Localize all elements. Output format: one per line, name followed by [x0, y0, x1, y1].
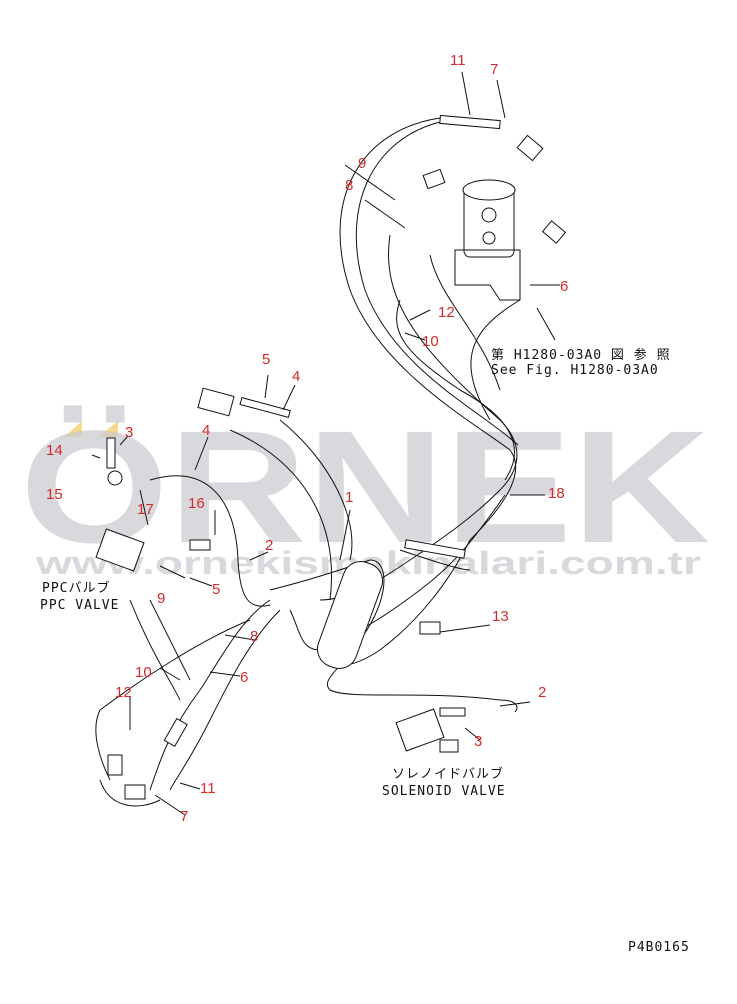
solenoid-valve-label-jp: ソレノイドバルブ — [392, 766, 504, 782]
part-label: 8 — [250, 628, 258, 645]
clamp — [404, 539, 466, 559]
part-label: 2 — [265, 537, 273, 554]
part-label: 5 — [212, 581, 220, 598]
watermark-accent-icon — [98, 421, 118, 437]
part-label: 14 — [46, 442, 63, 459]
part-label: 11 — [450, 52, 466, 69]
reference-note-jp: 第 H1280-03A0 図 参 照 — [491, 347, 671, 363]
part-label: 9 — [358, 155, 366, 172]
part-label: 8 — [345, 177, 353, 194]
part-label: 10 — [422, 333, 439, 350]
part-labels: 11 7 9 8 6 12 10 5 4 3 14 4 15 17 16 1 2… — [46, 52, 568, 825]
bolt — [106, 437, 116, 469]
clip — [419, 621, 441, 635]
part-label: 12 — [115, 684, 132, 701]
components — [95, 114, 567, 800]
notes: 第 H1280-03A0 図 参 照 See Fig. H1280-03A0 P… — [40, 347, 690, 955]
part-label: 6 — [560, 278, 568, 295]
ppc-valve-label-jp: PPCバルブ — [42, 580, 110, 596]
part-label: 1 — [345, 489, 353, 506]
part-label: 10 — [135, 664, 152, 681]
part-label: 4 — [202, 422, 210, 439]
part-label: 18 — [548, 485, 565, 502]
part-label: 11 — [200, 780, 216, 797]
part-label: 7 — [180, 808, 188, 825]
leader-lines — [91, 71, 560, 816]
ppc-valve-label-en: PPC VALVE — [40, 598, 119, 613]
part-label: 15 — [46, 486, 63, 503]
figure-code: P4B0165 — [628, 940, 690, 955]
part-label: 2 — [538, 684, 546, 701]
part-label: 5 — [262, 351, 270, 368]
block-fitting — [197, 387, 235, 417]
hose-bundle-clamp — [316, 561, 384, 669]
ppc-valve — [95, 528, 145, 572]
part-label: 9 — [157, 590, 165, 607]
part-label: 12 — [438, 304, 455, 321]
part-label: 13 — [492, 608, 509, 625]
part-label: 16 — [188, 495, 205, 512]
part-label: 6 — [240, 669, 248, 686]
reference-note-en: See Fig. H1280-03A0 — [491, 363, 659, 378]
watermark-accent-icon — [64, 421, 82, 437]
part-label: 17 — [137, 501, 154, 518]
bracket — [454, 249, 521, 301]
part-label: 4 — [292, 368, 300, 385]
part-label: 3 — [125, 424, 133, 441]
solenoid-valve-label-en: SOLENOID VALVE — [382, 784, 506, 799]
part-label: 3 — [474, 733, 482, 750]
part-label: 7 — [490, 61, 498, 78]
solenoid-valve — [395, 708, 445, 752]
